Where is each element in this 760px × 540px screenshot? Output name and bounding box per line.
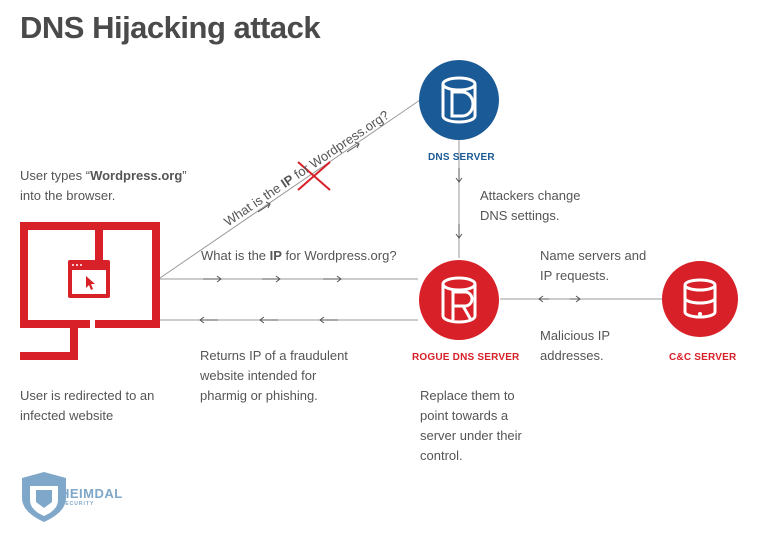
query-arrows — [203, 275, 342, 283]
cc-server-label: C&C SERVER — [669, 352, 737, 363]
heimdal-shield-logo — [22, 472, 66, 522]
user-types-label: User types “Wordpress.org” into the brow… — [20, 168, 187, 203]
database-r-icon — [419, 260, 499, 340]
page-title: DNS Hijacking attack — [20, 10, 321, 45]
name-servers-label: Name servers and IP requests. — [540, 248, 647, 283]
diagonal-arrows — [257, 141, 360, 213]
bidirectional-arrows — [538, 295, 581, 303]
replace-label: Replace them to point towards a server u… — [420, 388, 522, 463]
cross-icon — [297, 161, 331, 191]
database-d-icon — [419, 60, 499, 140]
returns-ip-label: Returns IP of a fraudulent website inten… — [200, 348, 348, 403]
malicious-ip-label: Malicious IP addresses. — [540, 328, 611, 363]
logo-sub: SECURITY — [61, 501, 95, 507]
vertical-arrows — [455, 168, 463, 239]
user-types-bold: Wordpress.org — [90, 168, 183, 183]
logo-name: HEIMDAL — [60, 486, 123, 501]
direct-question-label: What is the IP for Wordpress.org? — [201, 248, 397, 263]
dns-server-label: DNS SERVER — [428, 152, 495, 163]
question-direct-bold: IP — [269, 248, 282, 263]
query-line-to-dns — [159, 99, 421, 279]
rogue-server-label: ROGUE DNS SERVER — [412, 352, 520, 363]
browser-window-icon — [72, 264, 106, 294]
return-arrows — [199, 316, 338, 324]
redirected-label: User is redirected to an infected websit… — [20, 388, 155, 423]
database-icon — [662, 261, 738, 337]
attackers-change-label: Attackers change DNS settings. — [480, 188, 581, 223]
